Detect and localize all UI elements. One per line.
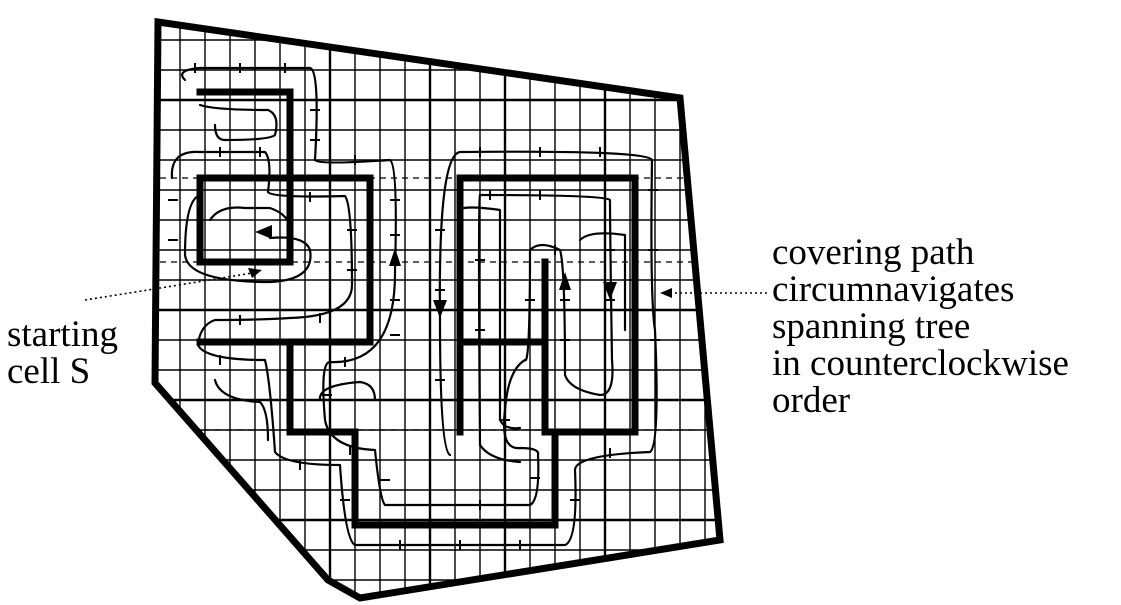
covering-path-label: covering path circumnavigates spanning t…: [772, 234, 1069, 419]
covering-path-label-line: spanning tree: [772, 306, 971, 347]
covering-path-label-line: circumnavigates: [772, 269, 1015, 310]
covering-path: [170, 66, 658, 547]
starting-cell-label: starting cell S: [7, 316, 118, 390]
starting-cell-label-line: cell S: [7, 351, 91, 392]
leader-lines: [84, 271, 768, 301]
leader-arrow-icon: [660, 288, 672, 298]
leader-arrow-icon: [248, 268, 262, 278]
direction-arrows: [255, 225, 617, 318]
covering-path-label-line: in counterclockwise: [772, 343, 1069, 384]
covering-path-label-line: order: [772, 380, 851, 421]
region-boundary: [151, 17, 724, 602]
covering-path-label-line: covering path: [772, 232, 975, 273]
starting-cell-label-line: starting: [7, 314, 118, 355]
spanning-tree: [196, 88, 639, 529]
